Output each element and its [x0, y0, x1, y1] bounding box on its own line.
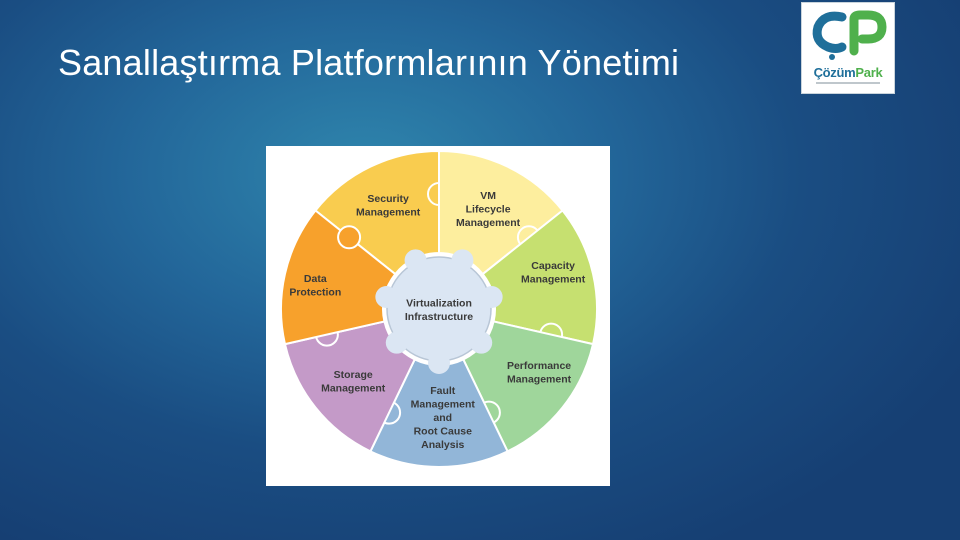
center-hub-knob — [375, 285, 398, 308]
center-hub — [375, 249, 503, 374]
center-hub-knob — [404, 249, 427, 272]
center-hub-knob — [385, 331, 408, 354]
cozumpark-logo: ÇözümPark — [801, 2, 895, 94]
puzzle-knob-data-protection — [337, 225, 362, 250]
logo-mark-icon — [812, 10, 887, 60]
logo-wordmark: ÇözümPark — [802, 65, 894, 80]
center-hub-knob — [480, 285, 503, 308]
logo-tagline-bar — [816, 82, 880, 84]
center-hub-knob — [470, 331, 493, 354]
logo-word-part1: Çözüm — [813, 65, 856, 80]
slide-title: Sanallaştırma Platformlarının Yönetimi — [58, 42, 680, 83]
logo-word-part2: Park — [855, 65, 883, 80]
center-hub-knob — [428, 352, 450, 374]
center-hub-knob — [451, 249, 474, 272]
